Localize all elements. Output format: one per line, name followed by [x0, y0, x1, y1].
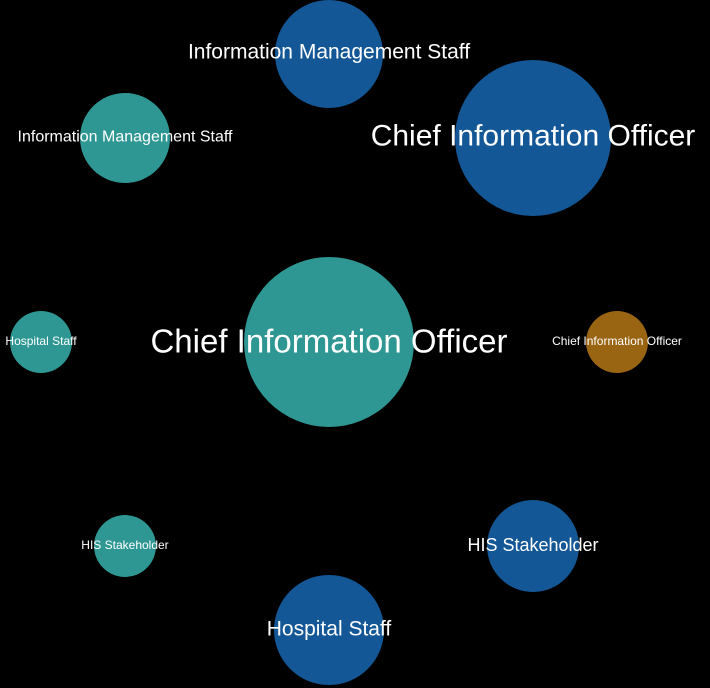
node-right[interactable]: Chief Information Officer: [552, 311, 682, 373]
node-top-bubble[interactable]: [275, 0, 383, 108]
node-bottom-right-bubble[interactable]: [487, 500, 579, 592]
node-left-label: Hospital Staff: [5, 334, 77, 348]
node-bottom-right-label: HIS Stakeholder: [467, 535, 598, 555]
node-top-left-bubble[interactable]: [80, 93, 170, 183]
node-right-label: Chief Information Officer: [552, 334, 682, 348]
node-center[interactable]: Chief Information Officer: [150, 257, 508, 427]
node-top-label: Information Management Staff: [188, 41, 470, 64]
node-bottom-label: Hospital Staff: [267, 618, 392, 641]
node-top-left-label: Information Management Staff: [18, 129, 233, 146]
node-right-bubble[interactable]: [586, 311, 648, 373]
node-left-bubble[interactable]: [10, 311, 72, 373]
node-bottom-right[interactable]: HIS Stakeholder: [467, 500, 599, 592]
node-bottom[interactable]: Hospital Staff: [267, 575, 392, 685]
node-left[interactable]: Hospital Staff: [5, 311, 77, 373]
node-bottom-bubble[interactable]: [274, 575, 384, 685]
node-top[interactable]: Information Management Staff: [188, 0, 470, 108]
node-top-right[interactable]: Chief Information Officer: [371, 60, 696, 216]
node-top-right-bubble[interactable]: [455, 60, 611, 216]
node-bottom-left-label: HIS Stakeholder: [81, 538, 168, 552]
node-bottom-left-bubble[interactable]: [94, 515, 156, 577]
node-top-right-label: Chief Information Officer: [371, 120, 696, 153]
node-top-left[interactable]: Information Management Staff: [18, 93, 233, 183]
node-center-label: Chief Information Officer: [150, 323, 507, 360]
node-bottom-left[interactable]: HIS Stakeholder: [81, 515, 169, 577]
node-center-bubble[interactable]: [244, 257, 414, 427]
